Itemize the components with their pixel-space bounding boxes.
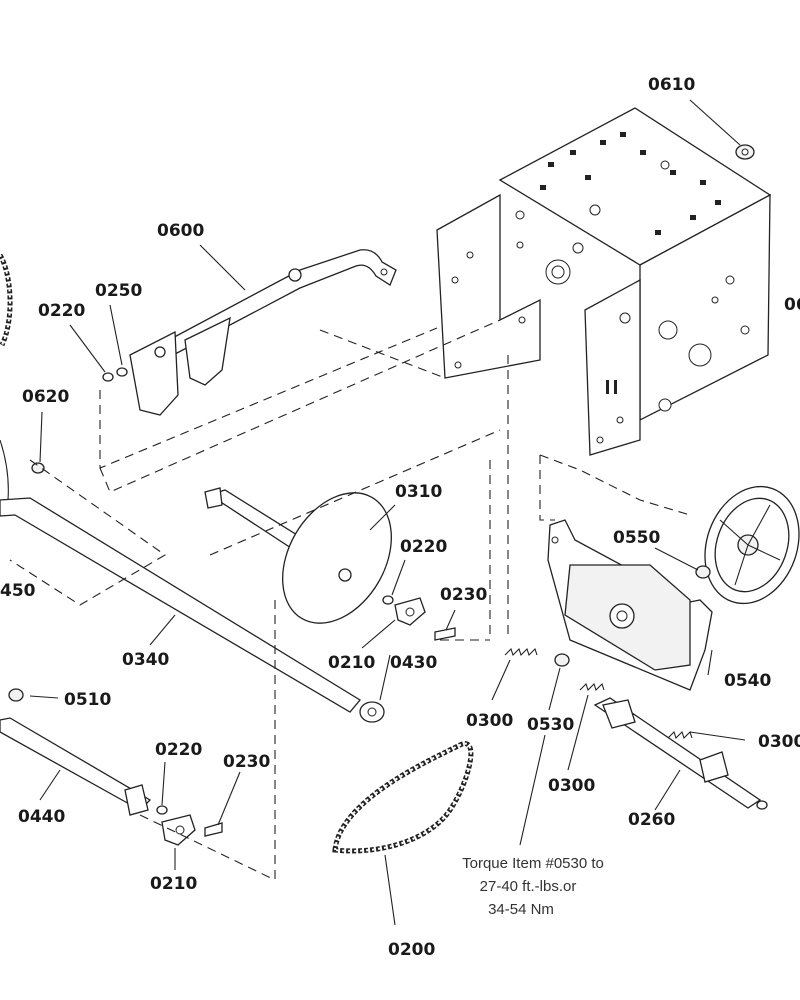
axle-0310: [204, 487, 392, 624]
washer-0220-top: [102, 372, 114, 382]
torque-note-line2: 27-40 ft.-lbs.or: [480, 878, 577, 895]
bolt-0620: [31, 462, 45, 474]
spring-0300-mid: [579, 682, 605, 692]
washer-0220-mid: [382, 595, 394, 605]
washer-0220-low: [156, 805, 168, 815]
callout-06-edge: 06: [784, 295, 800, 315]
bearing-flange-0210-mid: [394, 597, 426, 626]
callout-0440: 0440: [18, 807, 65, 827]
nut-0550: [695, 565, 711, 579]
callout-0300-mid: 0300: [548, 776, 595, 796]
nut-0510: [8, 688, 24, 702]
callout-0300-right: 0300: [758, 732, 800, 752]
shaft-0260: [593, 697, 768, 810]
frame-housing: [436, 107, 772, 456]
callout-0260: 0260: [628, 810, 675, 830]
callout-0550: 0550: [613, 528, 660, 548]
shift-lever-0600: [129, 249, 397, 416]
callout-0210-low: 0210: [150, 874, 197, 894]
shaft-0440: [0, 717, 152, 816]
callout-0430: 0430: [390, 653, 437, 673]
callout-0600: 0600: [157, 221, 204, 241]
leader-lines: [29, 99, 746, 926]
drive-chain-0200: [332, 741, 474, 854]
callout-0200: 0200: [388, 940, 435, 960]
callout-0510: 0510: [64, 690, 111, 710]
callout-0610: 0610: [648, 75, 695, 95]
callout-0220-low: 0220: [155, 740, 202, 760]
callout-0530: 0530: [527, 715, 574, 735]
callout-0220-mid: 0220: [400, 537, 447, 557]
callout-0540: 0540: [724, 671, 771, 691]
callout-0250: 0250: [95, 281, 142, 301]
callout-0450: 450: [0, 581, 36, 601]
shaft-0450: [0, 439, 361, 713]
callout-0210-mid: 0210: [328, 653, 375, 673]
spring-0300-left: [504, 647, 538, 657]
chain-left-edge: [0, 253, 13, 347]
bolt-0230-mid: [434, 627, 456, 641]
torque-note-line1: Torque Item #0530 to: [462, 855, 604, 872]
washer-0250: [116, 367, 128, 377]
nut-0530: [554, 653, 570, 667]
assembly-dashed-lines: [9, 319, 691, 881]
callout-0220-top: 0220: [38, 301, 85, 321]
callout-0300-left: 0300: [466, 711, 513, 731]
nut-0610: [735, 144, 755, 160]
torque-note-line3: 34-54 Nm: [488, 901, 554, 918]
callout-0310: 0310: [395, 482, 442, 502]
bushing-0430: [359, 701, 385, 723]
spring-0300-right: [667, 730, 693, 740]
bearing-flange-0210-low: [161, 814, 196, 846]
callout-0230-low: 0230: [223, 752, 270, 772]
wheel-pulley: [704, 485, 800, 605]
drive-plate-0540: [547, 519, 713, 691]
callout-0230-mid: 0230: [440, 585, 487, 605]
callout-0340: 0340: [122, 650, 169, 670]
bolt-0230-low: [204, 822, 223, 837]
callout-0620: 0620: [22, 387, 69, 407]
